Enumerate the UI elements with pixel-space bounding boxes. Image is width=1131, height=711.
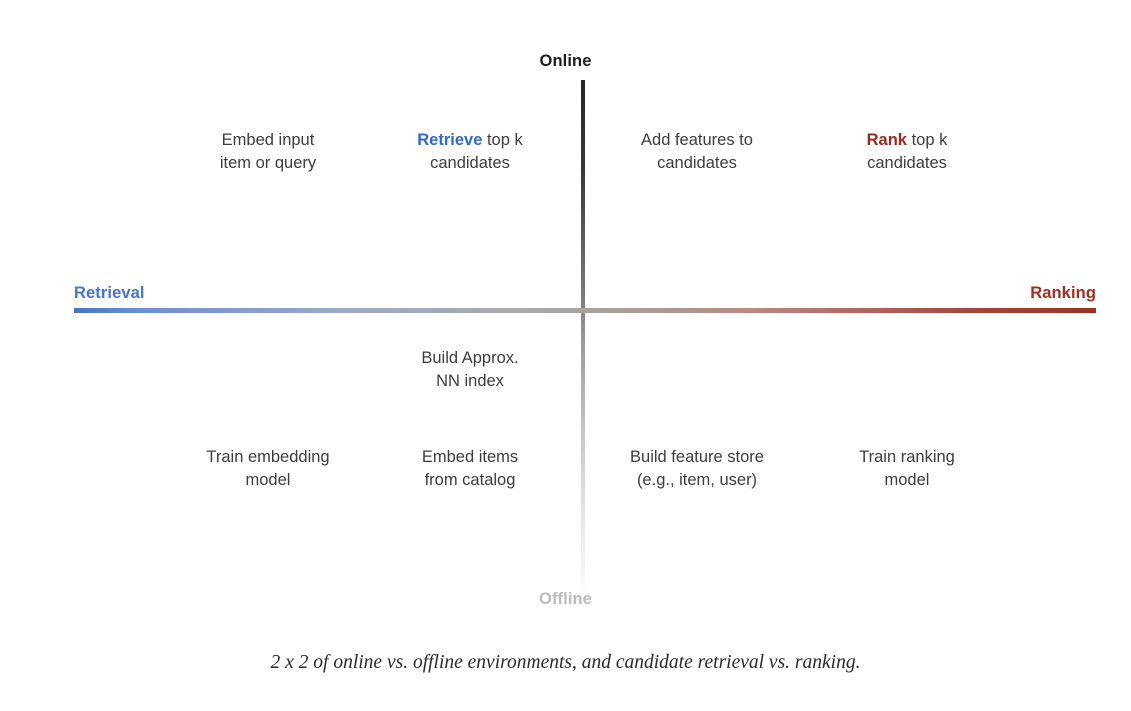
cell-rank-top-k: Rank top k candidates: [807, 129, 1007, 175]
cell-train-embedding-model-line2: model: [245, 470, 291, 489]
cell-build-approx-nn-index-line2: NN index: [436, 371, 504, 390]
cell-retrieve-top-k-line2: candidates: [430, 153, 510, 172]
cell-embed-items-from-catalog: Embed items from catalog: [370, 446, 570, 492]
cell-train-embedding-model: Train embedding model: [168, 446, 368, 492]
cell-retrieve-top-k: Retrieve top k candidates: [370, 129, 570, 175]
cell-retrieve-top-k-rest: top k: [482, 131, 523, 149]
cell-embed-items-from-catalog-line2: from catalog: [424, 470, 516, 489]
cell-embed-input-line2: item or query: [219, 153, 317, 172]
cell-rank-keyword: Rank: [866, 131, 907, 149]
cell-add-features-line1: Add features to: [641, 131, 753, 149]
axis-label-offline: Offline: [539, 590, 592, 608]
cell-build-feature-store: Build feature store (e.g., item, user): [597, 446, 797, 492]
cell-build-approx-nn-index: Build Approx. NN index: [370, 347, 570, 393]
axis-label-online: Online: [539, 52, 592, 70]
cell-rank-top-k-line2: candidates: [867, 153, 947, 172]
cell-build-approx-nn-index-line1: Build Approx.: [421, 349, 519, 367]
cell-build-feature-store-line2: (e.g., item, user): [636, 470, 758, 489]
cell-embed-input-line1: Embed input: [221, 131, 315, 149]
cell-embed-items-from-catalog-line1: Embed items: [421, 448, 519, 466]
axis-label-ranking: Ranking: [1030, 284, 1096, 302]
cell-add-features: Add features to candidates: [597, 129, 797, 175]
cell-retrieve-keyword: Retrieve: [417, 131, 483, 149]
cell-build-feature-store-line1: Build feature store: [630, 448, 764, 466]
horizontal-axis-retrieval-ranking: [74, 308, 1096, 313]
vertical-axis-online-offline: [581, 80, 585, 592]
cell-train-ranking-model-line2: model: [884, 470, 930, 489]
figure-caption: 2 x 2 of online vs. offline environments…: [270, 652, 861, 673]
cell-add-features-line2: candidates: [657, 153, 737, 172]
cell-embed-input: Embed input item or query: [168, 129, 368, 175]
cell-train-ranking-model-line1: Train ranking: [859, 448, 955, 466]
axis-label-retrieval: Retrieval: [74, 284, 145, 302]
cell-rank-top-k-line1: Rank top k: [807, 129, 1007, 152]
cell-retrieve-top-k-line1: Retrieve top k: [370, 129, 570, 152]
cell-rank-top-k-rest: top k: [907, 131, 948, 149]
cell-train-embedding-model-line1: Train embedding: [206, 448, 330, 466]
cell-train-ranking-model: Train ranking model: [807, 446, 1007, 492]
